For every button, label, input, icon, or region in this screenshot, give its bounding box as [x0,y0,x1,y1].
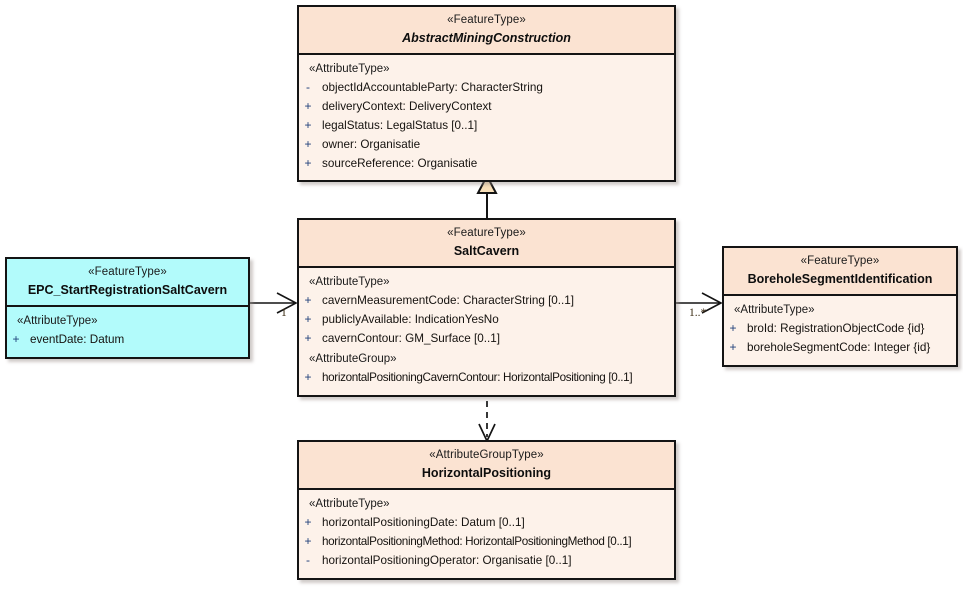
visibility-marker: + [304,293,312,308]
class-attributes-compartment: «AttributeType» + cavernMeasurementCode:… [299,268,674,395]
multiplicity-label-epc-to-saltcavern: 1 [281,307,287,319]
attribute-signature: publiclyAvailable: IndicationYesNo [322,313,499,327]
class-header: «FeatureType» AbstractMiningConstruction [299,7,674,56]
attribute-signature: horizontalPositioningMethod: HorizontalP… [322,535,632,549]
attribute-row: + publiclyAvailable: IndicationYesNo [299,310,674,329]
attribute-row: + legalStatus: LegalStatus [0..1] [299,116,674,135]
class-stereotype: «FeatureType» [88,266,167,278]
attribute-row: + horizontalPositioningDate: Datum [0..1… [299,513,674,532]
class-box-epc-start-registration-salt-cavern[interactable]: «FeatureType» EPC_StartRegistrationSaltC… [5,257,250,360]
visibility-marker: + [304,534,312,549]
attribute-signature: horizontalPositioningOperator: Organisat… [322,553,572,567]
multiplicity-label-saltcavern-to-borehole: 1..* [689,307,707,319]
visibility-marker: + [304,99,312,114]
attribute-signature: sourceReference: Organisatie [322,156,478,170]
class-attributes-compartment: «AttributeType» + horizontalPositioningD… [299,490,674,578]
attribute-row: + horizontalPositioningCavernContour: Ho… [299,368,674,387]
class-name: BoreholeSegmentIdentification [747,271,933,286]
visibility-marker: + [304,515,312,530]
dependency-saltcavern-to-horizontalpositioning [478,390,496,443]
generalization-saltcavern-to-abstract [476,173,498,219]
class-attributes-compartment: «AttributeType» + eventDate: Datum [7,307,248,358]
visibility-marker: + [304,312,312,327]
attribute-row: - objectIdAccountableParty: CharacterStr… [299,78,674,97]
visibility-marker: + [304,330,312,345]
class-box-horizontal-positioning[interactable]: «AttributeGroupType» HorizontalPositioni… [297,440,676,580]
class-box-abstract-mining-construction[interactable]: «FeatureType» AbstractMiningConstruction… [297,5,676,183]
attribute-signature: deliveryContext: DeliveryContext [322,100,492,114]
attribute-signature: horizontalPositioningCavernContour: Hori… [322,370,633,384]
attribute-row: - horizontalPositioningOperator: Organis… [299,551,674,570]
attribute-signature: cavernContour: GM_Surface [0..1] [322,331,500,345]
class-attributes-compartment: «AttributeType» + broId: RegistrationObj… [724,296,956,365]
class-name: SaltCavern [453,243,520,258]
attribute-row: + owner: Organisatie [299,135,674,154]
visibility-marker: + [304,155,312,170]
class-attributes-compartment: «AttributeType» - objectIdAccountablePar… [299,55,674,181]
class-stereotype: «AttributeGroupType» [429,449,544,461]
attribute-group-stereotype: «AttributeType» [309,498,390,511]
class-box-borehole-segment-identification[interactable]: «FeatureType» BoreholeSegmentIdentificat… [722,246,958,367]
class-stereotype: «FeatureType» [447,227,526,239]
visibility-marker: - [306,80,310,95]
visibility-marker: - [306,552,310,567]
attribute-row: + cavernContour: GM_Surface [0..1] [299,329,674,348]
attribute-group-stereotype: «AttributeType» [17,315,98,328]
attribute-signature: objectIdAccountableParty: CharacterStrin… [322,81,543,95]
attribute-signature: horizontalPositioningDate: Datum [0..1] [322,516,525,530]
attribute-group-stereotype: «AttributeType» [309,63,390,76]
visibility-marker: + [12,332,20,347]
attribute-row: + horizontalPositioningMethod: Horizonta… [299,532,674,551]
attribute-row: + broId: RegistrationObjectCode {id} [724,319,956,338]
class-box-salt-cavern[interactable]: «FeatureType» SaltCavern «AttributeType»… [297,218,676,397]
class-name: AbstractMiningConstruction [402,30,571,45]
class-header: «FeatureType» SaltCavern [299,220,674,269]
attribute-row: + sourceReference: Organisatie [299,154,674,173]
attribute-signature: broId: RegistrationObjectCode {id} [747,322,925,336]
visibility-marker: + [304,136,312,151]
attribute-row: + boreholeSegmentCode: Integer {id} [724,338,956,357]
association-epc-to-saltcavern [250,292,298,314]
attribute-group-stereotype: «AttributeGroup» [309,352,397,365]
class-stereotype: «FeatureType» [800,255,880,267]
attribute-row: + eventDate: Datum [7,330,248,349]
attribute-group-stereotype: «AttributeType» [309,276,390,289]
visibility-marker: + [729,321,737,336]
class-stereotype: «FeatureType» [447,14,526,26]
class-name: HorizontalPositioning [421,465,552,480]
attribute-signature: boreholeSegmentCode: Integer {id} [747,341,931,355]
class-header: «FeatureType» EPC_StartRegistrationSaltC… [7,259,248,308]
visibility-marker: + [729,340,737,355]
class-name: EPC_StartRegistrationSaltCavern [27,282,228,297]
attribute-signature: owner: Organisatie [322,137,421,151]
class-header: «AttributeGroupType» HorizontalPositioni… [299,442,674,491]
attribute-row: + cavernMeasurementCode: CharacterString… [299,291,674,310]
visibility-marker: + [304,369,312,384]
attribute-signature: cavernMeasurementCode: CharacterString [… [322,294,575,308]
attribute-signature: legalStatus: LegalStatus [0..1] [322,118,478,132]
attribute-row: + deliveryContext: DeliveryContext [299,97,674,116]
attribute-signature: eventDate: Datum [30,333,125,347]
attribute-group-stereotype: «AttributeType» [734,304,815,317]
visibility-marker: + [304,117,312,132]
class-header: «FeatureType» BoreholeSegmentIdentificat… [724,248,956,297]
